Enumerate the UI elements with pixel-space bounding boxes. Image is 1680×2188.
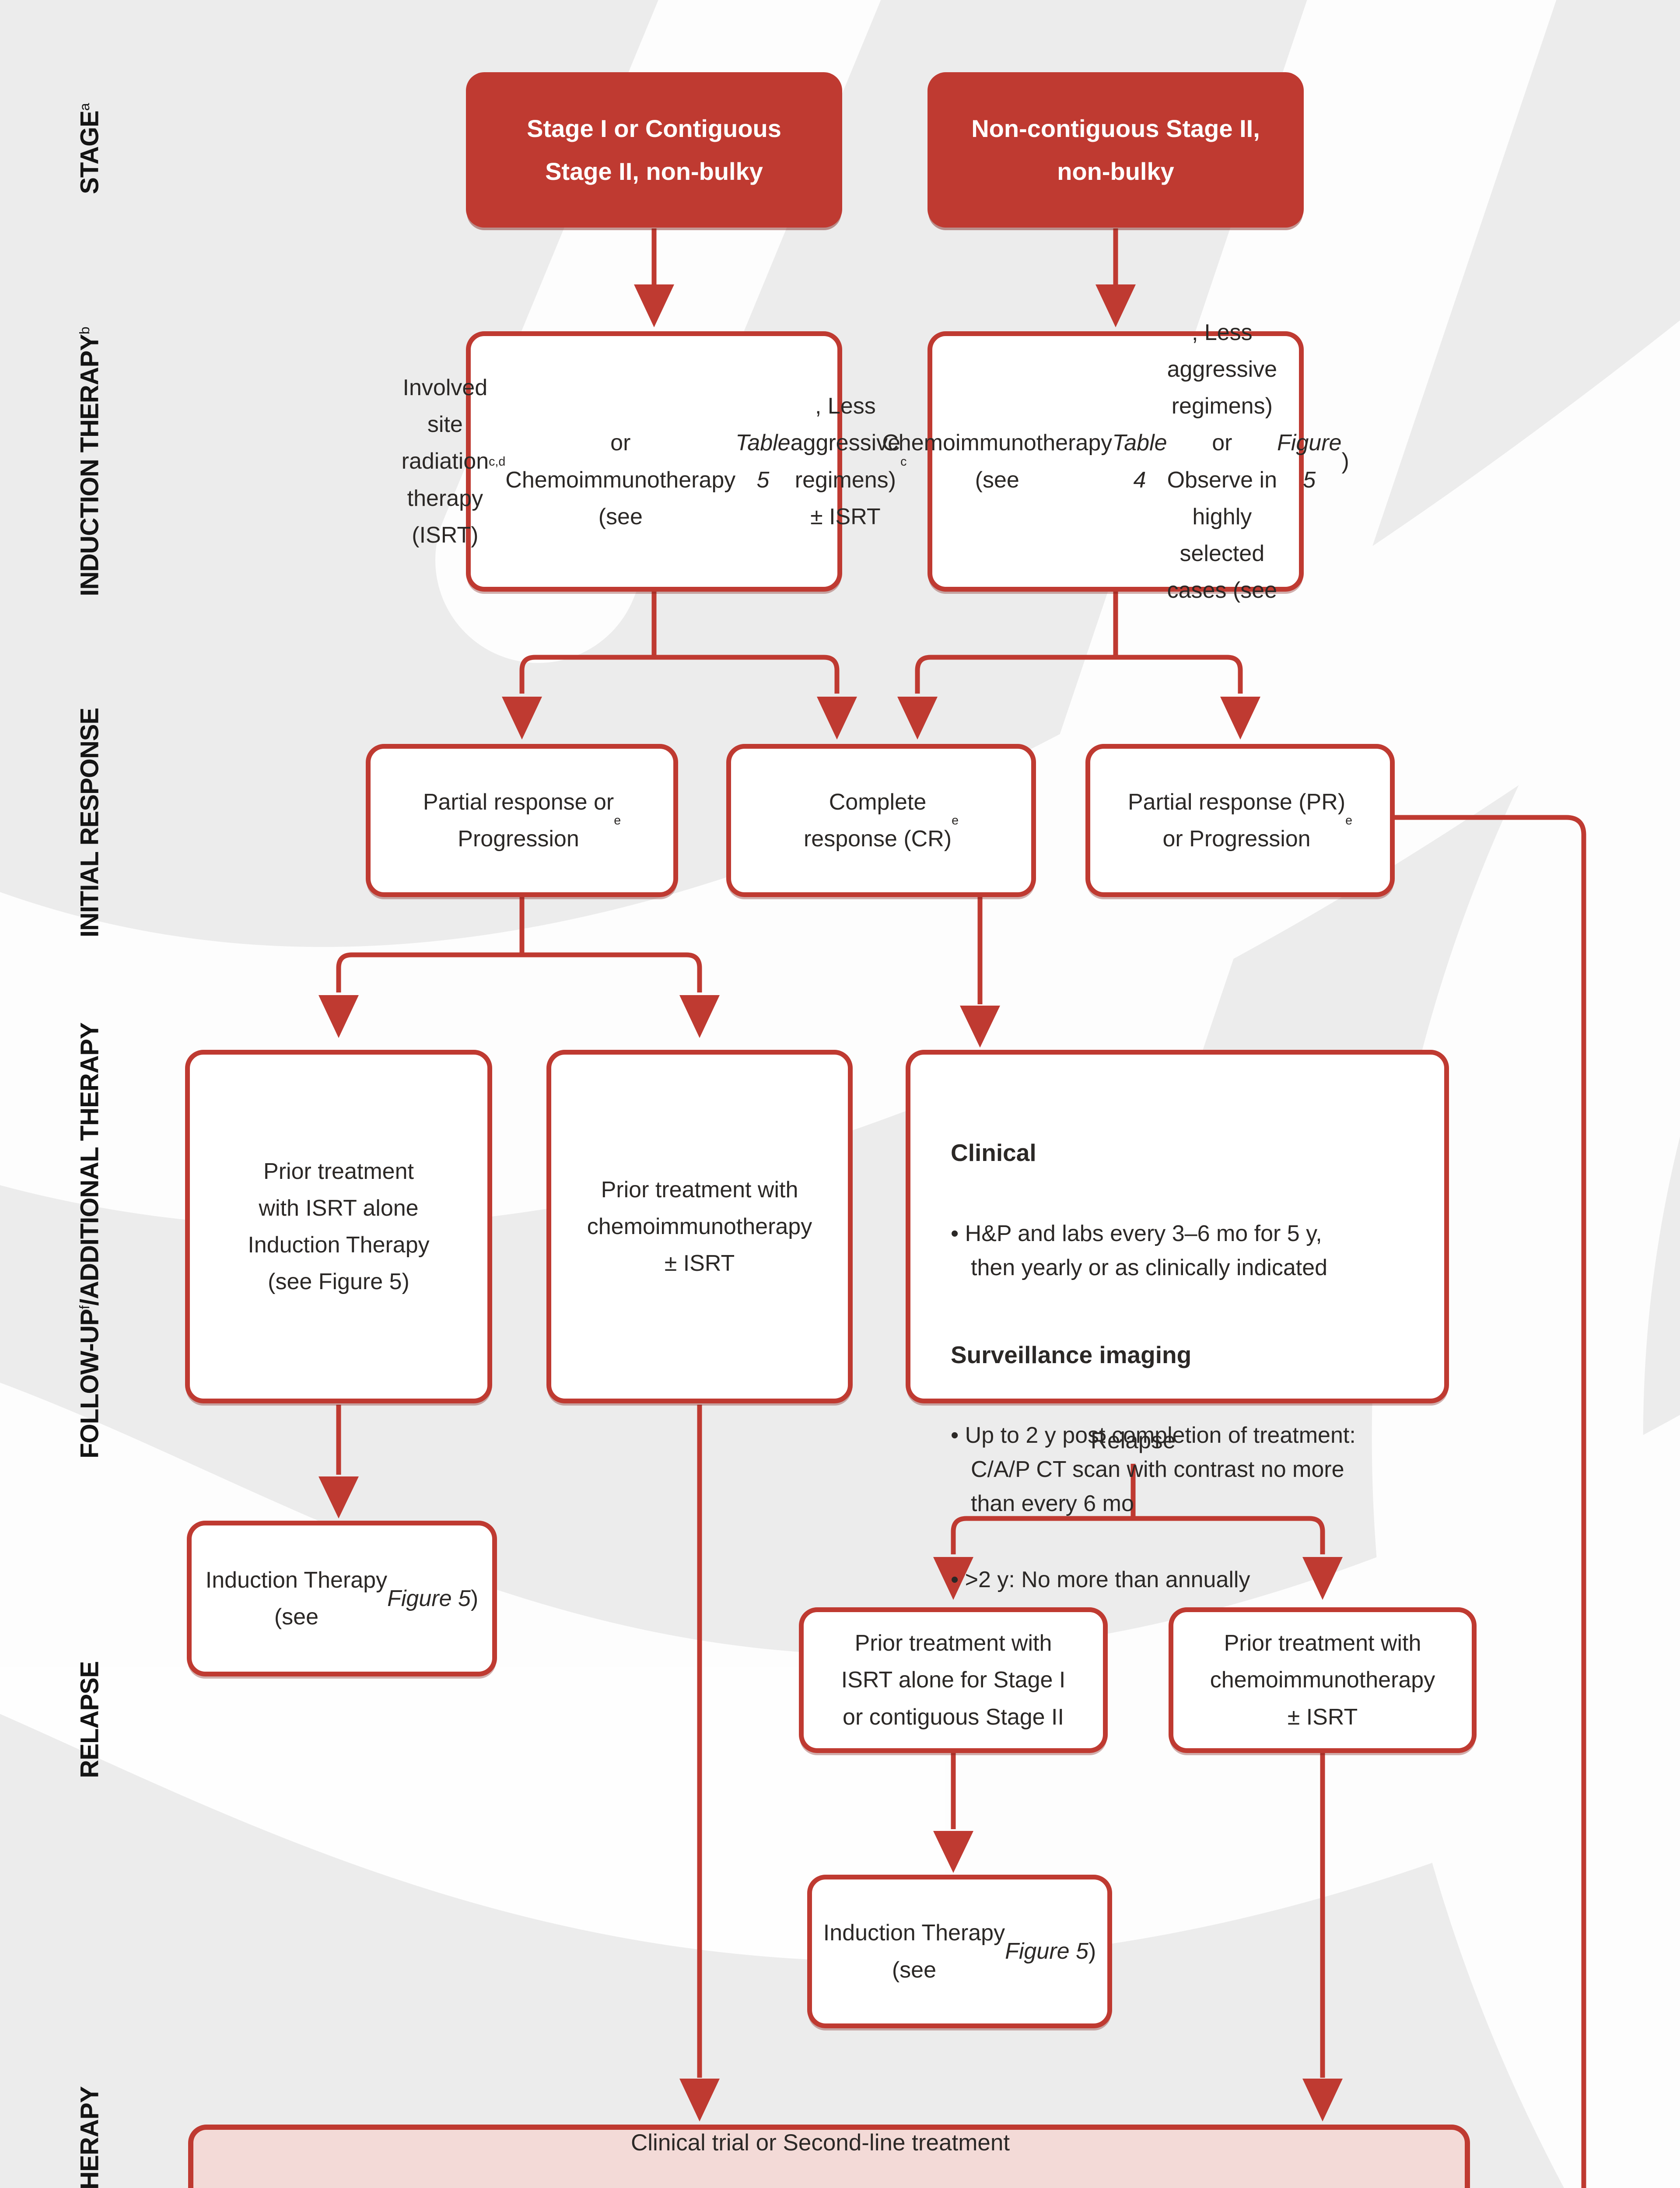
band-label-relapse: RELAPSE — [75, 1661, 104, 1778]
arrowhead — [634, 284, 674, 327]
bracket-induction-right-split — [915, 655, 1243, 694]
arrowhead — [502, 697, 542, 740]
arrowhead — [318, 1476, 359, 1518]
arrowhead — [1302, 2079, 1343, 2121]
band-label-follow-up: FOLLOW-UPf/ADDITIONAL THERAPY — [75, 1023, 104, 1459]
induction-box-chemo-or-observe: Chemoimmunotherapy (see Table 4, Less ag… — [882, 319, 1349, 603]
relapse-box-prior-chemoimmunotherapy: Prior treatment with chemoimmunotherapy … — [1169, 1607, 1477, 1753]
arrowhead — [960, 1006, 1000, 1048]
band-label-second-line-therapy: SECOND-LINE THERAPY — [75, 2086, 105, 2188]
bracket-pr-left-split — [336, 952, 702, 992]
arrowhead — [1220, 697, 1260, 740]
band-label-induction-therapy: INDUCTION THERAPYb — [75, 327, 104, 596]
arrowhead — [318, 995, 359, 1038]
arrowhead — [679, 2079, 720, 2121]
second-line-title: Clinical trial or Second-line treatment — [631, 2130, 1010, 2156]
surveillance-box: Clinical H&P and labs every 3–6 mo for 5… — [906, 1050, 1449, 1592]
arrowhead — [1096, 284, 1136, 327]
surveillance-imaging-header: Surveillance imaging — [951, 1341, 1192, 1368]
surveillance-bullet-annually: >2 y: No more than annually — [951, 1563, 1418, 1597]
band-label-initial-response: INITIAL RESPONSE — [75, 708, 104, 938]
band-label-stage: STAGEa — [75, 103, 104, 194]
arrowhead — [817, 697, 857, 740]
arrowhead — [933, 1831, 973, 1873]
arrowhead — [897, 697, 938, 740]
stage-box-noncontiguous-stage2: Non-contiguous Stage II, non-bulky — [928, 72, 1304, 228]
induction-therapy-fig5-box-left: Induction Therapy (see Figure 5) — [187, 1521, 497, 1676]
relapse-label: Relapse — [1090, 1427, 1176, 1454]
followup-box-prior-chemoimmunotherapy: Prior treatment with chemoimmunotherapy … — [546, 1050, 853, 1403]
followup-box-prior-isrt-alone: Prior treatment with ISRT alone Inductio… — [185, 1050, 492, 1403]
clinical-bullet-hp-labs: H&P and labs every 3–6 mo for 5 y, then … — [951, 1217, 1418, 1285]
clinical-header: Clinical — [951, 1139, 1036, 1167]
induction-box-isrt-or-chemo: Involved site radiation therapy (ISRT)c,… — [402, 331, 906, 592]
bracket-induction-left-split — [519, 655, 840, 694]
response-box-complete-response: Complete response (CR)e — [726, 744, 1036, 897]
stage-box-stage1-contiguous: Stage I or Contiguous Stage II, non-bulk… — [466, 72, 842, 228]
connector-pr-right-to-secondline — [1395, 815, 1586, 2188]
arrowhead — [679, 995, 720, 1038]
surveillance-bullet-ct: Up to 2 y post completion of treatment: … — [951, 1418, 1418, 1521]
induction-therapy-fig5-box-middle: Induction Therapy (see Figure 5) — [807, 1875, 1112, 2028]
relapse-box-prior-isrt-alone: Prior treatment with ISRT alone for Stag… — [799, 1607, 1108, 1753]
second-line-treatment-box: Clinical trial or Second-line treatment … — [188, 2125, 1470, 2188]
